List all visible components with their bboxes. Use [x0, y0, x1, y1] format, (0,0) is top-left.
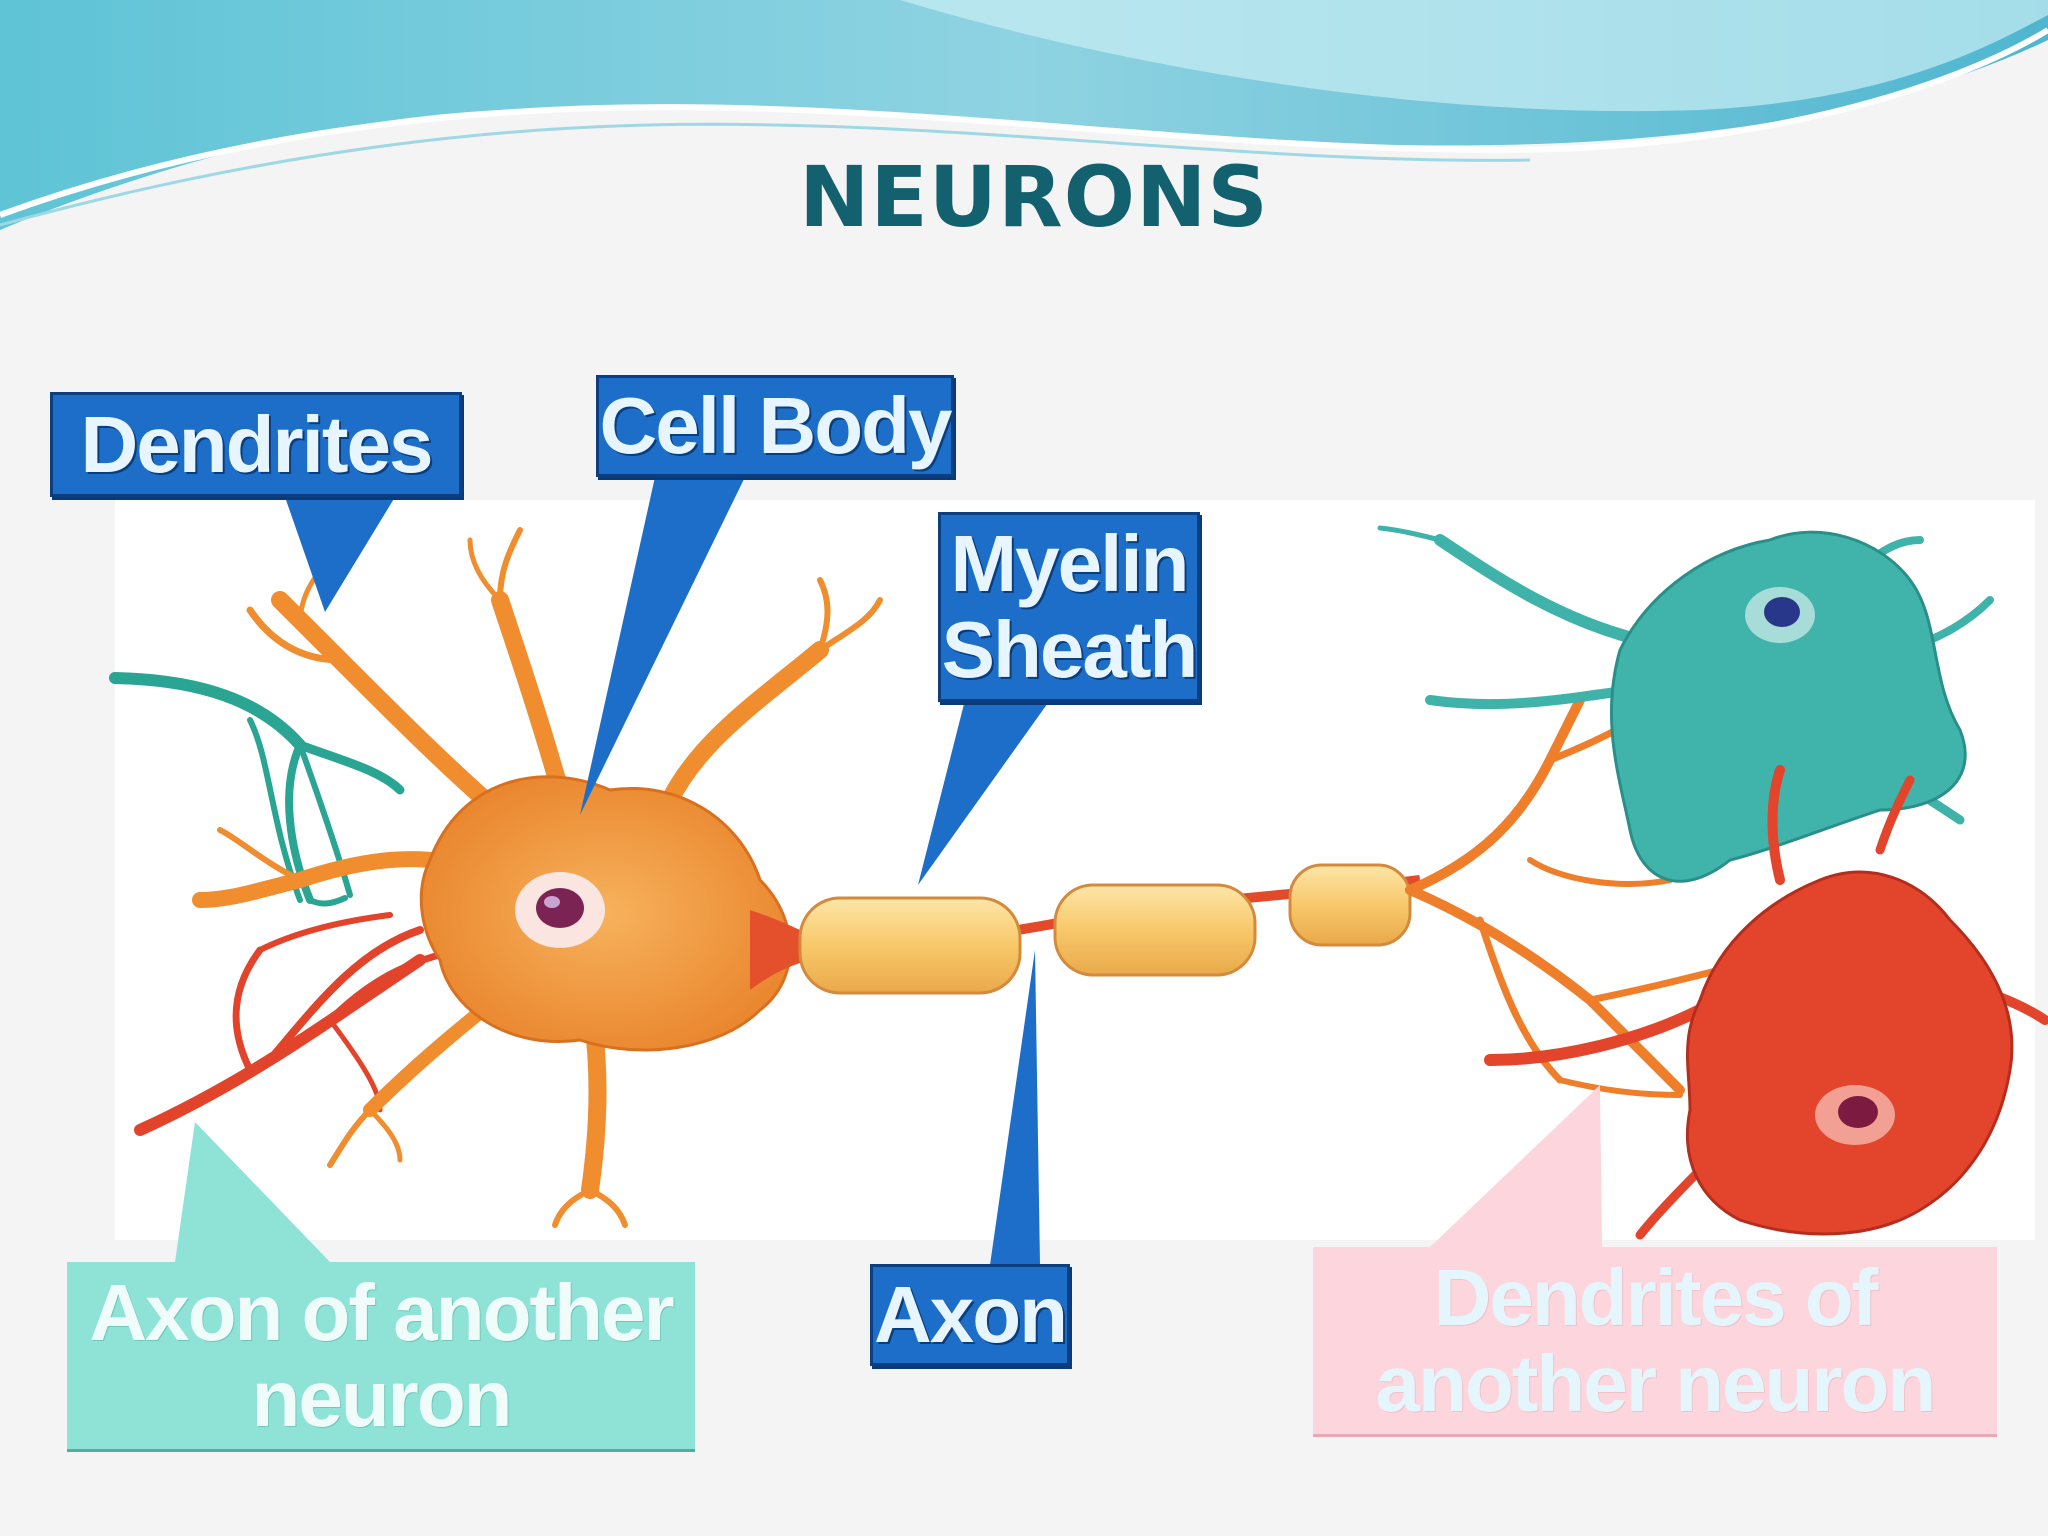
header-wave	[0, 0, 2048, 230]
red-neuron	[1484, 765, 2048, 1240]
axon-terminals-right	[1405, 695, 1724, 1098]
axon-other-label-line1: Axon of another	[89, 1267, 674, 1357]
myelin-sheath-label: Myelin Sheath	[938, 512, 1200, 702]
dendrites-other-pointer	[1430, 1085, 1602, 1247]
axon-hillock	[750, 910, 810, 990]
teal-neuron	[1377, 525, 1994, 883]
callout-pointers	[175, 477, 1602, 1265]
axon-and-myelin	[798, 863, 1421, 995]
cell-body-label-text: Cell Body	[599, 381, 953, 470]
orange-cell-body	[419, 775, 792, 1052]
myelin-label-line1: Myelin	[950, 519, 1190, 608]
dendrites-label-text: Dendrites	[80, 399, 434, 489]
dendrites-pointer	[285, 497, 395, 612]
myelin-label-line2: Sheath	[941, 605, 1199, 694]
myelin-pointer	[918, 700, 1050, 885]
dendrites-other-label-line1: Dendrites of	[1433, 1252, 1879, 1342]
dendrites-of-another-neuron-label: Dendrites of another neuron	[1313, 1247, 1997, 1437]
axon-other-pointer	[175, 1122, 330, 1262]
slide-title: NEURONS	[799, 148, 1269, 246]
axon-label-text: Axon	[874, 1270, 1068, 1359]
dendrites-other-label-line2: another neuron	[1375, 1338, 1937, 1428]
axon-other-label-line2: neuron	[251, 1353, 512, 1443]
dendrites-label: Dendrites	[50, 392, 462, 497]
cell-body-label: Cell Body	[596, 375, 954, 477]
axon-pointer	[990, 950, 1040, 1265]
axon-of-another-neuron-label: Axon of another neuron	[67, 1262, 695, 1452]
axon-label: Axon	[870, 1264, 1070, 1366]
cell-body-pointer	[580, 477, 745, 815]
